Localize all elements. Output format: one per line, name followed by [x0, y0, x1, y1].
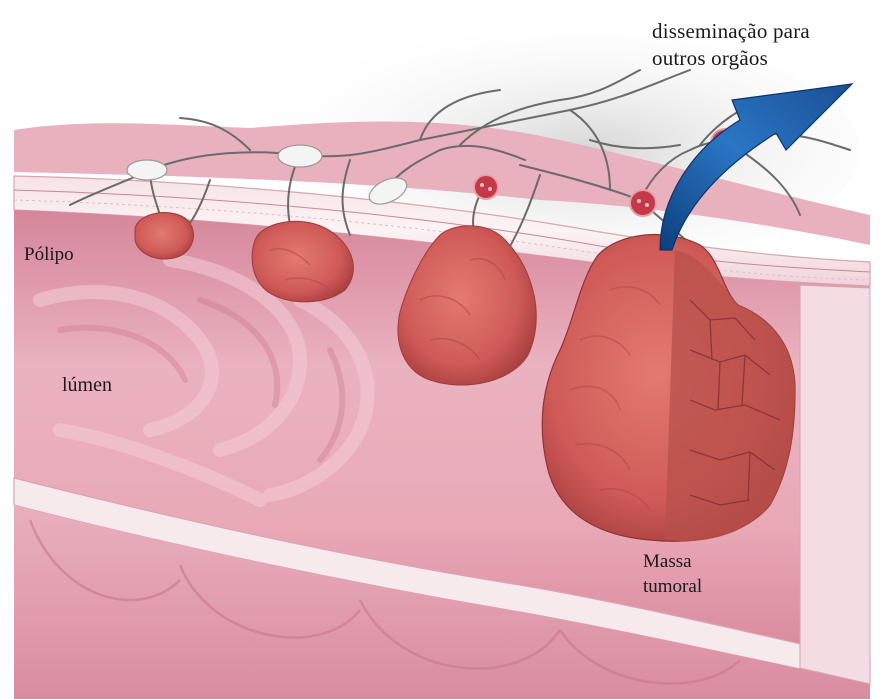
tumor-mass-label-line2: tumoral — [643, 574, 702, 599]
lymph-node — [278, 145, 322, 167]
lumen-label: lúmen — [62, 374, 112, 396]
spread-label: disseminação para outros orgãos — [652, 18, 810, 72]
spread-label-line1: disseminação para — [652, 18, 810, 45]
polyp-label: Pólipo — [24, 244, 74, 266]
tumor-mass-label-line1: Massa — [643, 549, 702, 574]
spread-label-line2: outros orgãos — [652, 45, 810, 72]
tumor-cell-cluster — [474, 175, 498, 199]
tumor-mass-label: Massa tumoral — [643, 549, 702, 599]
lymph-node — [127, 160, 167, 180]
polyp-small — [135, 213, 194, 259]
tumor-cell-cluster — [630, 190, 656, 216]
cut-face — [800, 285, 870, 684]
